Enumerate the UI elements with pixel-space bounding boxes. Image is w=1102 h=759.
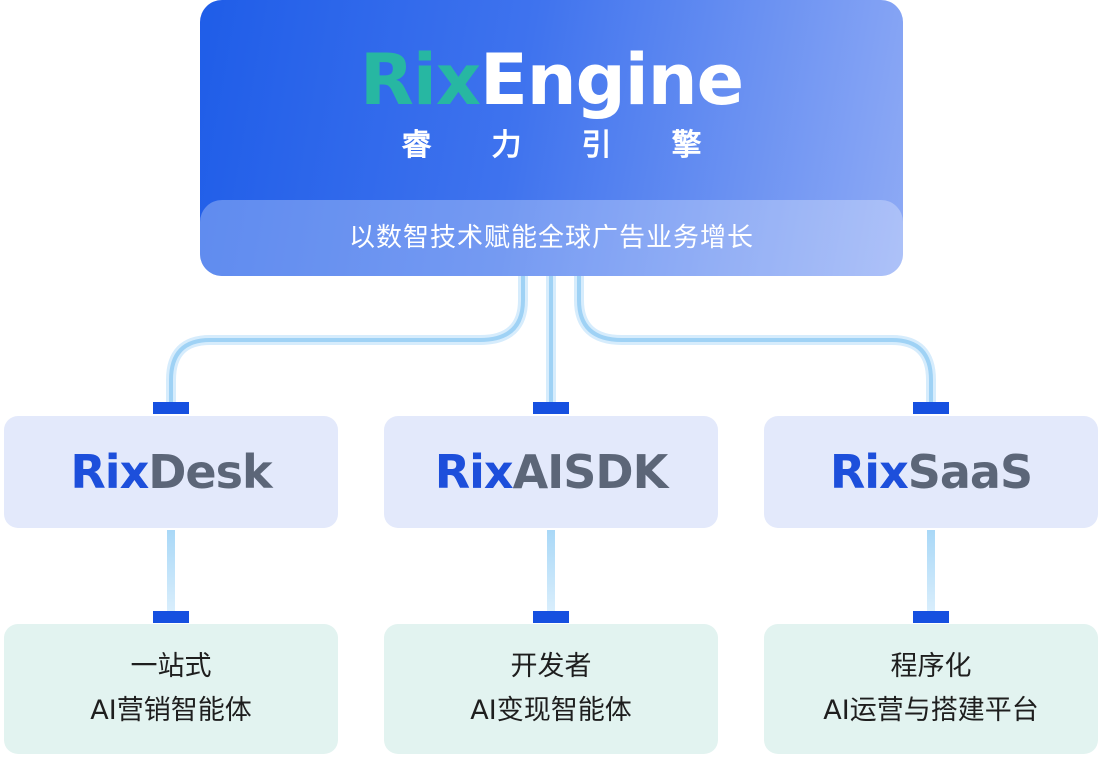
product-logo-name: Desk [148,445,272,499]
product-card-rixdesk: RixDesk [4,416,338,528]
product-logo-name: SaaS [907,445,1033,499]
desc-card-rixdesk: 一站式 AI营销智能体 [4,624,338,754]
product-card-rixaisdk: RixAISDK [384,416,718,528]
connector-tab-aisdk-bottom [533,611,569,623]
rixsaas-logo: RixSaaS [829,444,1033,500]
connector-tab-saas-top [913,402,949,414]
desc-line-1: 开发者 [510,651,592,682]
connector-tab-aisdk-top [533,402,569,414]
desc-line-1: 一站式 [130,651,212,682]
desc-line-2: AI变现智能体 [470,695,632,726]
connector-tab-desk-top [153,402,189,414]
product-logo-rix: Rix [70,445,149,499]
desc-line-1: 程序化 [890,651,972,682]
engine-logo-rix: Rix [359,39,481,121]
desc-line-2: AI营销智能体 [90,695,252,726]
product-logo-name: AISDK [512,445,669,499]
connector-tab-saas-bottom [913,611,949,623]
desc-line-2: AI运营与搭建平台 [823,695,1039,726]
engine-card: RixEngine 睿力引擎 以数智技术赋能全球广告业务增长 [200,0,903,276]
desc-card-rixsaas: 程序化 AI运营与搭建平台 [764,624,1098,754]
product-logo-rix: Rix [829,445,909,499]
connector-aisdk-to-desc [547,530,555,612]
engine-chinese-name: 睿力引擎 [401,128,762,163]
connector-saas-to-desc [927,530,935,612]
rixaisdk-logo: RixAISDK [434,444,669,500]
connector-tab-desk-bottom [153,611,189,623]
connector-desk-to-desc [167,530,175,612]
engine-slogan: 以数智技术赋能全球广告业务增长 [348,223,754,253]
desc-card-rixaisdk: 开发者 AI变现智能体 [384,624,718,754]
rixdesk-logo: RixDesk [70,444,272,500]
product-logo-rix: Rix [434,445,514,499]
rixengine-logo: RixEngine [200,40,903,120]
engine-logo-engine: Engine [479,39,744,121]
engine-slogan-bar: 以数智技术赋能全球广告业务增长 [200,200,903,276]
product-card-rixsaas: RixSaaS [764,416,1098,528]
